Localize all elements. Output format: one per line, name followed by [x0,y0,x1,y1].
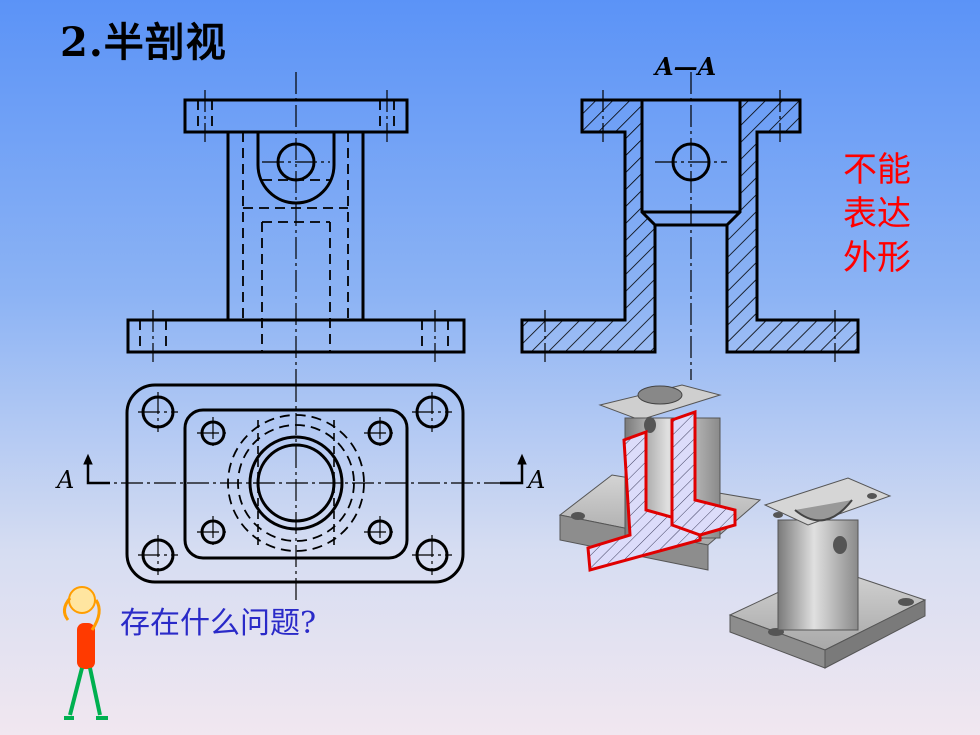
sectioned-3d-model [558,384,762,572]
cut-label-right: A [528,466,546,494]
external-3d-model [728,477,927,669]
thinking-person-icon [63,586,108,720]
slide-title: 2.半剖视 [60,19,227,66]
section-view-a-a [520,72,860,380]
section-label: A—A [655,52,717,81]
note-line-2: 表达 [843,194,911,234]
question-text: 存在什么问题? [120,606,317,641]
front-view [126,72,466,380]
note-line-3: 外形 [843,238,911,278]
cut-label-left: A [57,466,75,494]
top-view [83,380,527,600]
note-text: 不能 表达 外形 [843,148,923,280]
note-line-1: 不能 [843,150,911,190]
